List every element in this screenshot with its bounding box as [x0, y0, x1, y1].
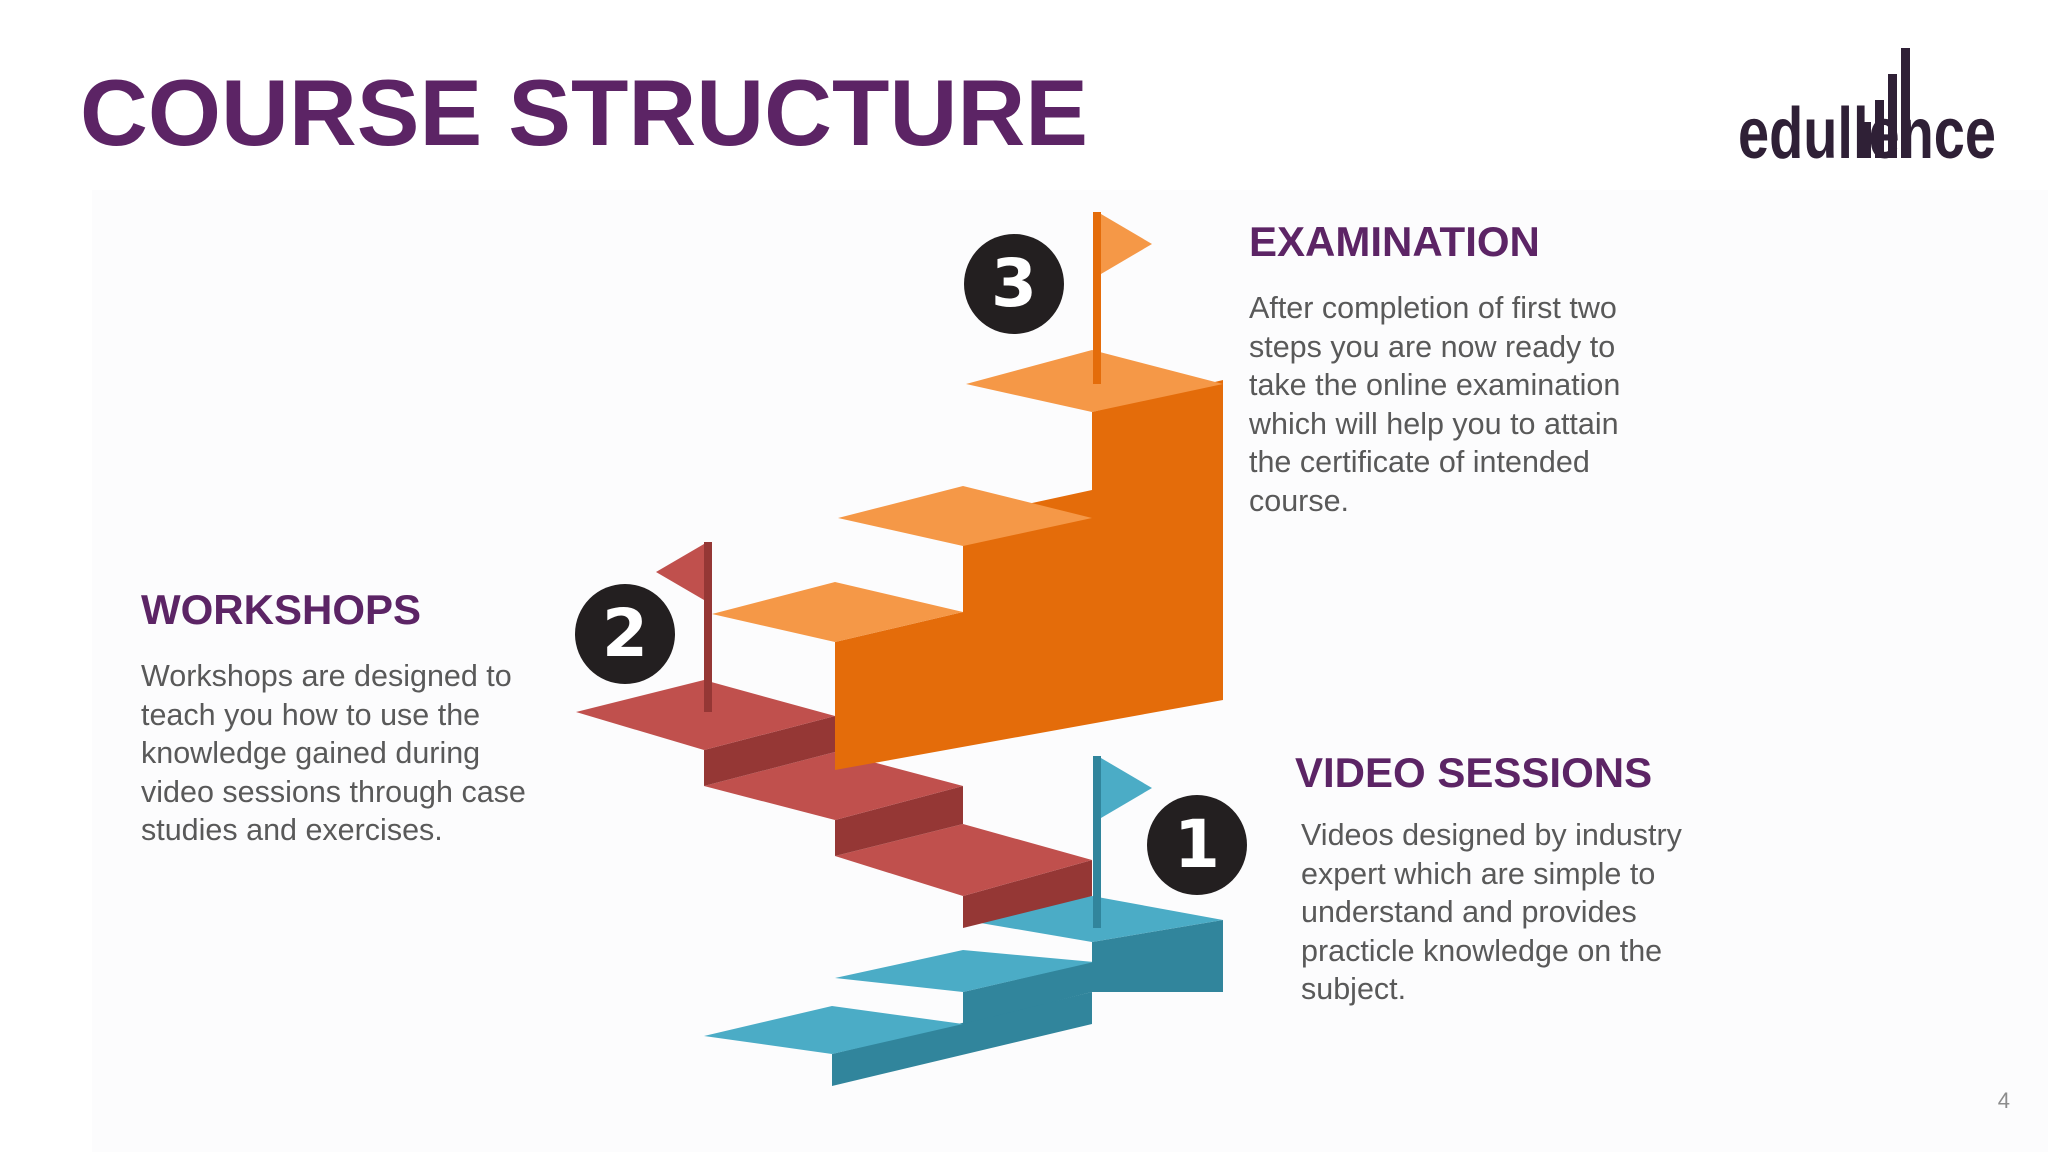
- video-sessions-heading: VIDEO SESSIONS: [1295, 749, 1653, 796]
- blue-tread-2: [835, 950, 1094, 992]
- step-3-number-badge: 3: [964, 234, 1064, 334]
- blue-tread-1: [704, 1006, 963, 1054]
- page-number: 4: [1997, 1088, 2010, 1113]
- orange-tread-2: [838, 486, 1092, 546]
- red-riser-1: [963, 860, 1092, 928]
- step-2-number-badge: 2: [575, 584, 675, 684]
- flag-icon: [1093, 756, 1152, 928]
- orange-tread-1: [712, 582, 963, 642]
- logo-bars-icon: [1862, 48, 1910, 158]
- blue-riser-3: [1092, 920, 1223, 992]
- examination-description: After completion of first two steps you …: [1249, 291, 1621, 518]
- red-tread-1: [835, 824, 1092, 896]
- red-tread-3: [576, 680, 835, 750]
- workshops-heading: WORKSHOPS: [141, 586, 422, 633]
- flag-icon: [656, 542, 712, 712]
- red-riser-3: [704, 716, 835, 786]
- slide-title: COURSE STRUCTURE: [80, 60, 1088, 165]
- blue-riser-2: [963, 962, 1092, 1024]
- step-3-stairs: [712, 350, 1223, 770]
- blue-riser-1: [832, 992, 1092, 1086]
- examination-heading: EXAMINATION: [1249, 218, 1540, 265]
- video-sessions-description: Videos designed by industry expert which…: [1301, 818, 1682, 1006]
- orange-body: [835, 380, 1223, 770]
- step-1-number-badge: 1: [1147, 795, 1247, 895]
- edullence-logo: edullence: [1738, 48, 1996, 168]
- flag-icon: [1093, 212, 1152, 384]
- red-riser-2: [835, 786, 963, 856]
- red-tread-2: [704, 752, 963, 820]
- workshops-description: Workshops are designed to teach you how …: [141, 659, 526, 847]
- step-2-stairs: [576, 680, 1092, 928]
